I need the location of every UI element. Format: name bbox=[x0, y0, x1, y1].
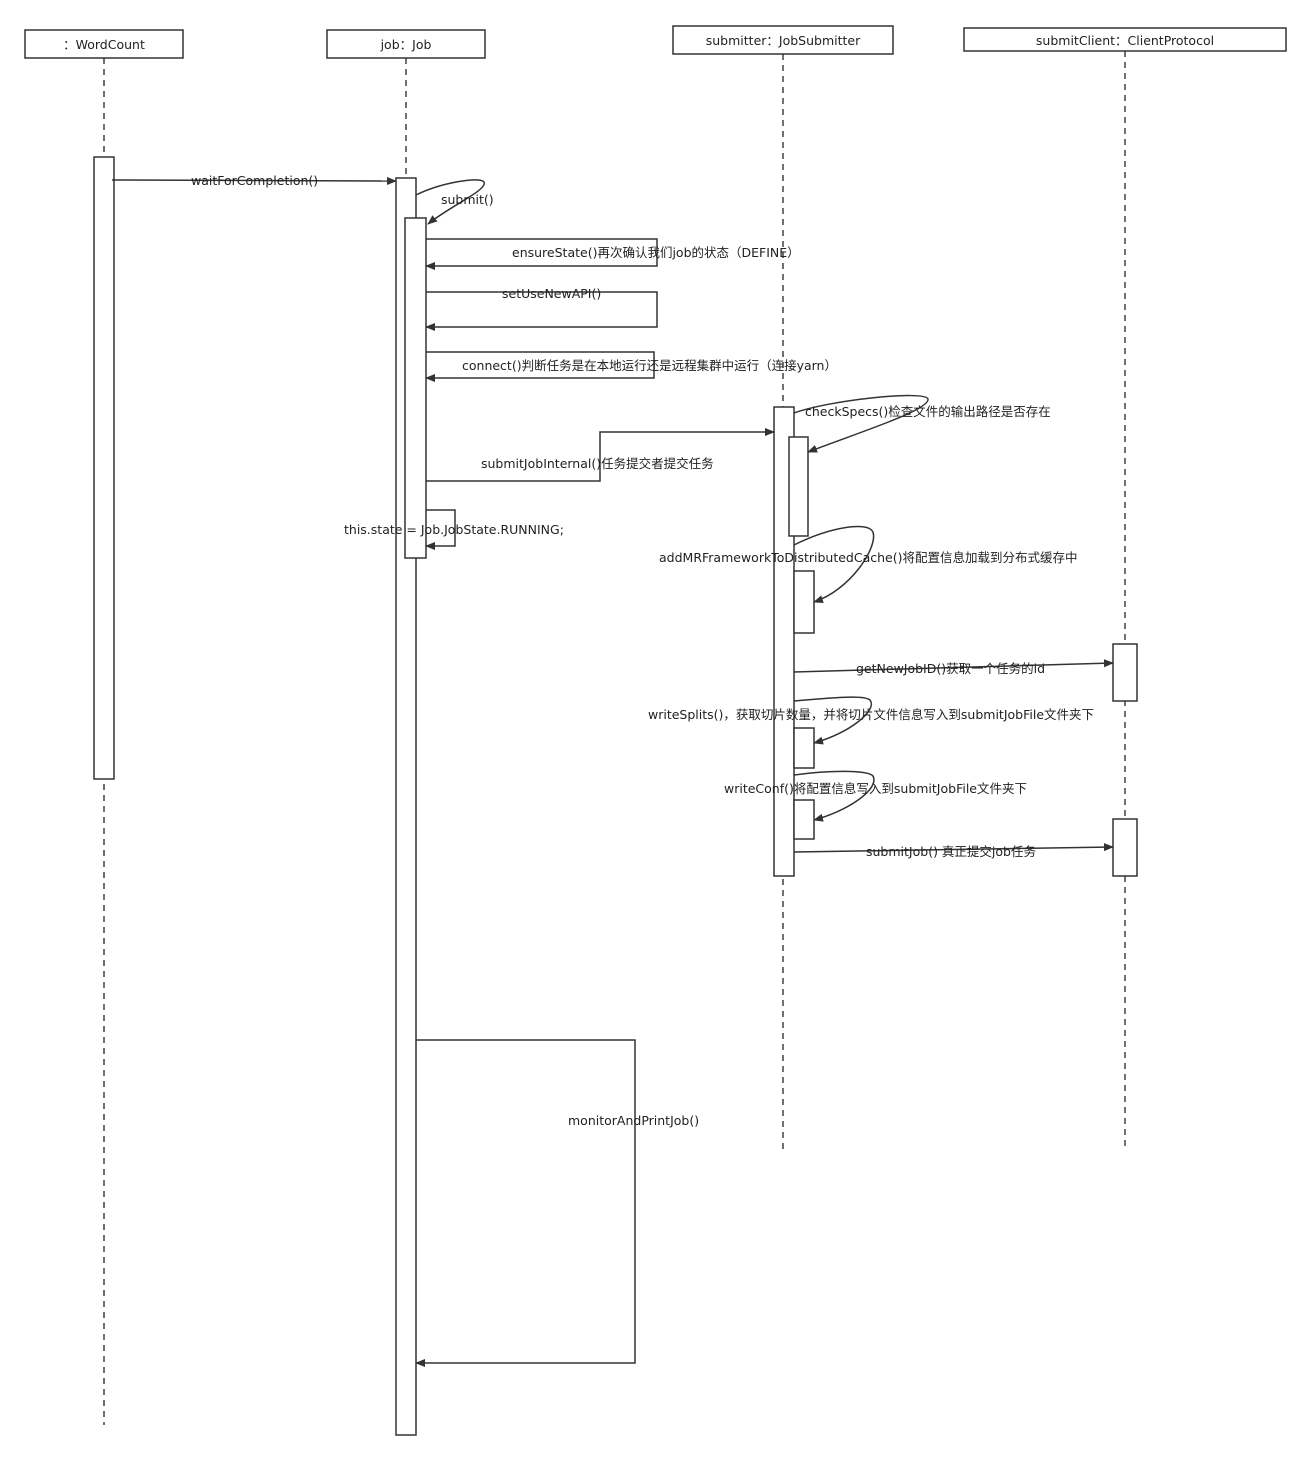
participant-job[interactable]: job：Job bbox=[326, 29, 486, 59]
participant-submitter[interactable]: submitter：JobSubmitter bbox=[672, 25, 894, 55]
arrow-set-use-new-api bbox=[425, 291, 658, 331]
participant-wordcount[interactable]: ：WordCount bbox=[24, 29, 184, 59]
activation-write-conf bbox=[793, 799, 815, 840]
label-set-use-new-api: setUseNewAPI() bbox=[502, 286, 601, 301]
participant-client-label: submitClient：ClientProtocol bbox=[1036, 33, 1214, 48]
arrow-ensure-state bbox=[425, 238, 658, 270]
label-submit-job-internal: submitJobInternal()任务提交者提交任务 bbox=[481, 456, 714, 471]
label-check-specs: checkSpecs()检查文件的输出路径是否存在 bbox=[805, 404, 1051, 419]
arrow-check-specs bbox=[793, 394, 929, 453]
arrow-connect bbox=[425, 351, 655, 382]
arrow-add-mr-framework bbox=[793, 525, 875, 603]
label-monitor-and-print-job: monitorAndPrintJob() bbox=[568, 1113, 699, 1128]
arrow-submit-job-internal bbox=[426, 428, 775, 482]
arrow-write-conf bbox=[793, 770, 875, 822]
participant-wordcount-label: ：WordCount bbox=[63, 37, 145, 52]
label-add-mr-framework: addMRFrameworkToDistributedCache()将配置信息加… bbox=[659, 550, 1078, 565]
label-wait-for-completion: waitForCompletion() bbox=[191, 173, 318, 188]
activation-write-splits bbox=[793, 727, 815, 769]
label-submit-job: submitJob() 真正提交job任务 bbox=[866, 844, 1036, 859]
label-set-state-running: this.state = Job.JobState.RUNNING; bbox=[344, 522, 564, 537]
activation-client-get-id bbox=[1112, 643, 1138, 702]
activation-add-mr-framework bbox=[793, 570, 815, 634]
activation-client-submit-job bbox=[1112, 818, 1138, 877]
label-ensure-state: ensureState()再次确认我们job的状态（DEFINE） bbox=[512, 245, 800, 260]
arrow-get-new-job-id bbox=[793, 659, 1114, 673]
activation-wordcount bbox=[93, 156, 115, 780]
label-connect: connect()判断任务是在本地运行还是远程集群中运行（连接yarn） bbox=[462, 358, 837, 373]
participant-submitter-label: submitter：JobSubmitter bbox=[706, 33, 861, 48]
arrow-set-state-running bbox=[425, 509, 456, 550]
arrow-monitor-and-print-job bbox=[415, 1039, 636, 1367]
label-get-new-job-id: getNewJobID()获取一个任务的id bbox=[856, 661, 1045, 676]
label-submit: submit() bbox=[441, 192, 494, 207]
label-write-splits: writeSplits()，获取切片数量，并将切片文件信息写入到submitJo… bbox=[648, 707, 1094, 722]
participant-client[interactable]: submitClient：ClientProtocol bbox=[963, 27, 1287, 52]
label-write-conf: writeConf()将配置信息写入到submitJobFile文件夹下 bbox=[724, 781, 1027, 796]
arrow-wait-for-completion bbox=[111, 176, 397, 185]
arrow-write-splits bbox=[793, 696, 873, 745]
activation-job-submit bbox=[404, 217, 427, 559]
arrow-submit bbox=[415, 179, 485, 225]
arrow-submit-job bbox=[793, 843, 1114, 853]
activation-check-specs bbox=[788, 436, 809, 537]
participant-job-label: job：Job bbox=[380, 37, 432, 52]
